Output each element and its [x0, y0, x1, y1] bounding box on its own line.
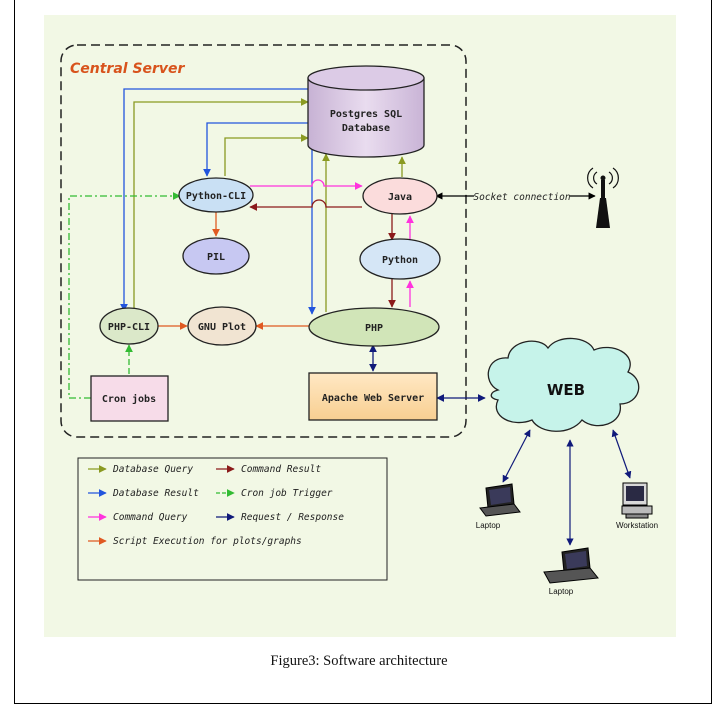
legend-label: Request / Response: [241, 512, 344, 523]
antenna-icon: [587, 167, 619, 228]
python-cli-label: Python-CLI: [186, 191, 246, 202]
python-node: Python: [359, 238, 441, 280]
php-label: PHP: [365, 323, 383, 334]
laptop2-label: Laptop: [549, 587, 574, 596]
java-label: Java: [388, 192, 412, 203]
database-label-line2: Database: [342, 123, 390, 134]
legend-label: Command Result: [241, 464, 321, 475]
apache-label: Apache Web Server: [322, 393, 424, 404]
laptop1-label: Laptop: [476, 521, 501, 530]
central-server-boundary: [60, 44, 467, 438]
socket-connection-label: Socket connection: [473, 192, 571, 203]
web-label: WEB: [547, 381, 585, 399]
php-cli-label: PHP-CLI: [108, 322, 150, 333]
python-label: Python: [382, 255, 418, 266]
cron-trigger-python-cli: [68, 192, 181, 399]
apache-web-server-node: Apache Web Server: [308, 372, 438, 421]
workstation-icon: [621, 482, 653, 519]
db-result-to-python-cli: [203, 122, 308, 177]
java-node: Java: [362, 177, 438, 215]
legend-label: Database Result: [112, 488, 199, 499]
python-cli-query-db: [224, 134, 309, 176]
legend-label: Database Query: [112, 464, 193, 475]
python-cli-node: Python-CLI: [178, 177, 254, 213]
php-node: PHP: [308, 307, 440, 347]
php-cli-node: PHP-CLI: [99, 307, 159, 345]
web-workstation-link: [611, 429, 632, 479]
java-result-python-cli: [249, 199, 362, 211]
figure-caption: Figure3: Software architecture: [270, 653, 448, 669]
cron-jobs-node: Cron jobs: [90, 375, 169, 422]
gnu-plot-node: GNU Plot: [187, 306, 257, 346]
web-laptop1-link: [502, 429, 531, 483]
architecture-diagram: Central Server Socket connection: [60, 44, 658, 596]
legend-label: Cron job Trigger: [241, 488, 333, 499]
legend-label: Command Query: [113, 512, 188, 523]
pil-label: PIL: [207, 252, 225, 263]
python-cli-cmd-java: [250, 179, 363, 190]
workstation-label: Workstation: [616, 521, 658, 530]
pil-node: PIL: [182, 237, 250, 275]
php-cli-query-db: [133, 98, 309, 311]
page-frame: [14, 0, 712, 704]
laptop-icon: [479, 483, 521, 517]
cron-jobs-label: Cron jobs: [102, 393, 156, 405]
legend-label: Script Execution for plots/graphs: [113, 536, 302, 547]
db-result-to-php-cli: [120, 88, 308, 312]
central-server-label: Central Server: [70, 61, 186, 77]
database-label-line1: Postgres SQL: [330, 109, 402, 120]
web-cloud-node: WEB: [487, 337, 640, 432]
gnu-plot-label: GNU Plot: [198, 322, 246, 333]
postgres-database-node: Postgres SQL Database: [307, 65, 425, 158]
laptop-icon: [543, 547, 599, 584]
